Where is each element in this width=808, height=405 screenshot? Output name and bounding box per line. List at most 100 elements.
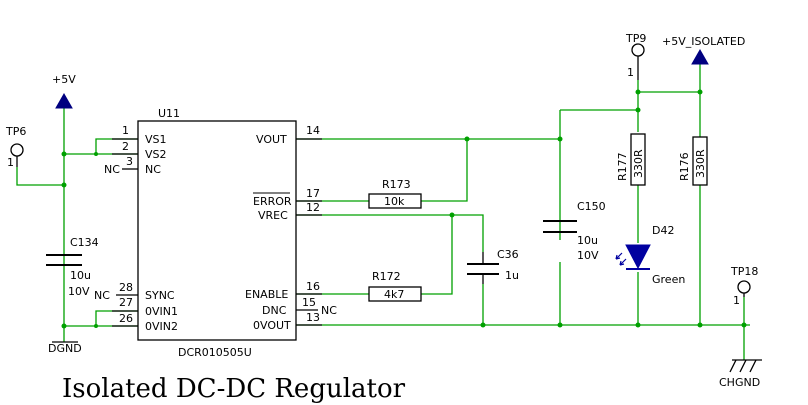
pin-name: DNC (262, 304, 287, 317)
r172-value: 4k7 (384, 288, 404, 301)
junction-dot (449, 212, 455, 218)
pin-number: 28 (119, 281, 133, 294)
capacitor-c36: C36 1u (467, 248, 519, 284)
led-d42: D42 Green (615, 224, 685, 286)
page-title: Isolated DC-DC Regulator (62, 374, 406, 404)
ic-body (137, 120, 297, 341)
pin-number: 26 (119, 312, 133, 325)
pin-name: ERROR (253, 195, 292, 208)
tp9-label: TP9 (625, 32, 646, 45)
tp6-label: TP6 (5, 125, 26, 138)
pin-name: 0VOUT (253, 319, 291, 332)
pin-name: SYNC (145, 289, 175, 302)
c36-value: 1u (505, 269, 519, 282)
capacitor-c134: C134 10u 10V (46, 236, 99, 298)
ic-part: DCR010505U (178, 346, 252, 359)
c134-ref: C134 (70, 236, 99, 249)
testpoint-tp18: TP18 1 (730, 265, 758, 307)
power-5v: +5V (52, 73, 76, 109)
junction-dot (635, 107, 641, 113)
wire-vrec (296, 214, 484, 252)
nc-label: NC (104, 163, 120, 176)
wires (16, 64, 750, 360)
resistor-r176: R176 330R (678, 136, 708, 186)
resistor-icon (630, 133, 646, 186)
pin-number: 2 (122, 140, 129, 153)
testpoint-icon (631, 43, 645, 57)
junction-dot (464, 136, 470, 142)
testpoint-icon (10, 143, 24, 157)
nc-label: NC (321, 304, 337, 317)
c150-ref: C150 (577, 200, 606, 213)
pin-name: 0VIN1 (145, 305, 178, 318)
wire-r173-right (421, 139, 468, 202)
c134-value: 10u (70, 269, 91, 282)
pin-number: 3 (126, 155, 133, 168)
light-arrow-icon (619, 258, 627, 266)
r177-ref: R177 (616, 152, 629, 181)
c150-value: 10u (577, 234, 598, 247)
d42-ref: D42 (652, 224, 674, 237)
resistor-r177: R177 330R (616, 133, 646, 186)
resistor-icon (368, 286, 422, 302)
junction-dot (480, 322, 486, 328)
testpoint-tp6: TP6 1 (5, 125, 26, 169)
wire-vout (296, 138, 561, 240)
tp9-pin-number: 1 (627, 66, 634, 79)
ic-ref: U11 (158, 107, 180, 120)
c134-voltage: 10V (68, 285, 90, 298)
resistor-icon (368, 193, 422, 209)
pin-name: NC (145, 163, 161, 176)
pin-number: 12 (306, 201, 320, 214)
testpoint-tp9: TP9 1 (625, 32, 646, 80)
junction-dot (741, 322, 747, 328)
power-arrow-icon (55, 92, 73, 109)
junction-dot (697, 89, 703, 95)
resistor-r172: R172 4k7 (368, 270, 422, 302)
pin-number: 15 (302, 296, 316, 309)
r176-ref: R176 (678, 152, 691, 181)
d42-color: Green (652, 273, 685, 286)
ground-dgnd: DGND (48, 341, 82, 355)
light-arrow-icon (615, 252, 623, 260)
junction-dot (635, 322, 641, 328)
power-5v-isolated: +5V_ISOLATED (662, 35, 745, 65)
junction-dot (61, 323, 67, 329)
junction-dot (94, 324, 98, 328)
pin-number: 14 (306, 124, 320, 137)
ic-u11: U11 DCR010505U 1 VS1 2 VS2 3 NC NC 28 SY… (94, 107, 337, 359)
testpoint-icon (737, 280, 751, 294)
wire-iso-rail (638, 91, 701, 137)
pin-name: VOUT (256, 133, 287, 146)
net-label-chgnd: CHGND (719, 376, 760, 389)
r173-ref: R173 (382, 178, 411, 191)
junction-dot (557, 136, 563, 142)
wire-tp9-branch (560, 109, 639, 132)
capacitor-c150: C150 10u 10V (543, 200, 606, 262)
junction-dot (557, 322, 563, 328)
pin-name: VS1 (145, 133, 167, 146)
r177-value: 330R (632, 149, 645, 178)
pin-number: 16 (306, 280, 320, 293)
pin-name: VS2 (145, 148, 167, 161)
c36-ref: C36 (497, 248, 519, 261)
junction-dot (61, 151, 67, 157)
wire-tp6 (16, 167, 64, 186)
resistor-r173: R173 10k (368, 178, 422, 209)
nc-label: NC (94, 289, 110, 302)
junction-dot (635, 89, 641, 95)
pin-number: 27 (119, 296, 133, 309)
r176-value: 330R (694, 149, 707, 178)
pin-name: ENABLE (245, 288, 288, 301)
tp18-pin-number: 1 (733, 294, 740, 307)
pin-number: 17 (306, 187, 320, 200)
power-arrow-icon (691, 48, 709, 65)
pin-number: 13 (306, 311, 320, 324)
tp6-pin-number: 1 (7, 156, 14, 169)
junction-dot (94, 152, 98, 156)
c150-voltage: 10V (577, 249, 599, 262)
net-label-5v-isolated: +5V_ISOLATED (662, 35, 745, 48)
tp18-label: TP18 (730, 265, 758, 278)
net-label-dgnd: DGND (48, 342, 82, 355)
pin-number: 1 (122, 124, 129, 137)
